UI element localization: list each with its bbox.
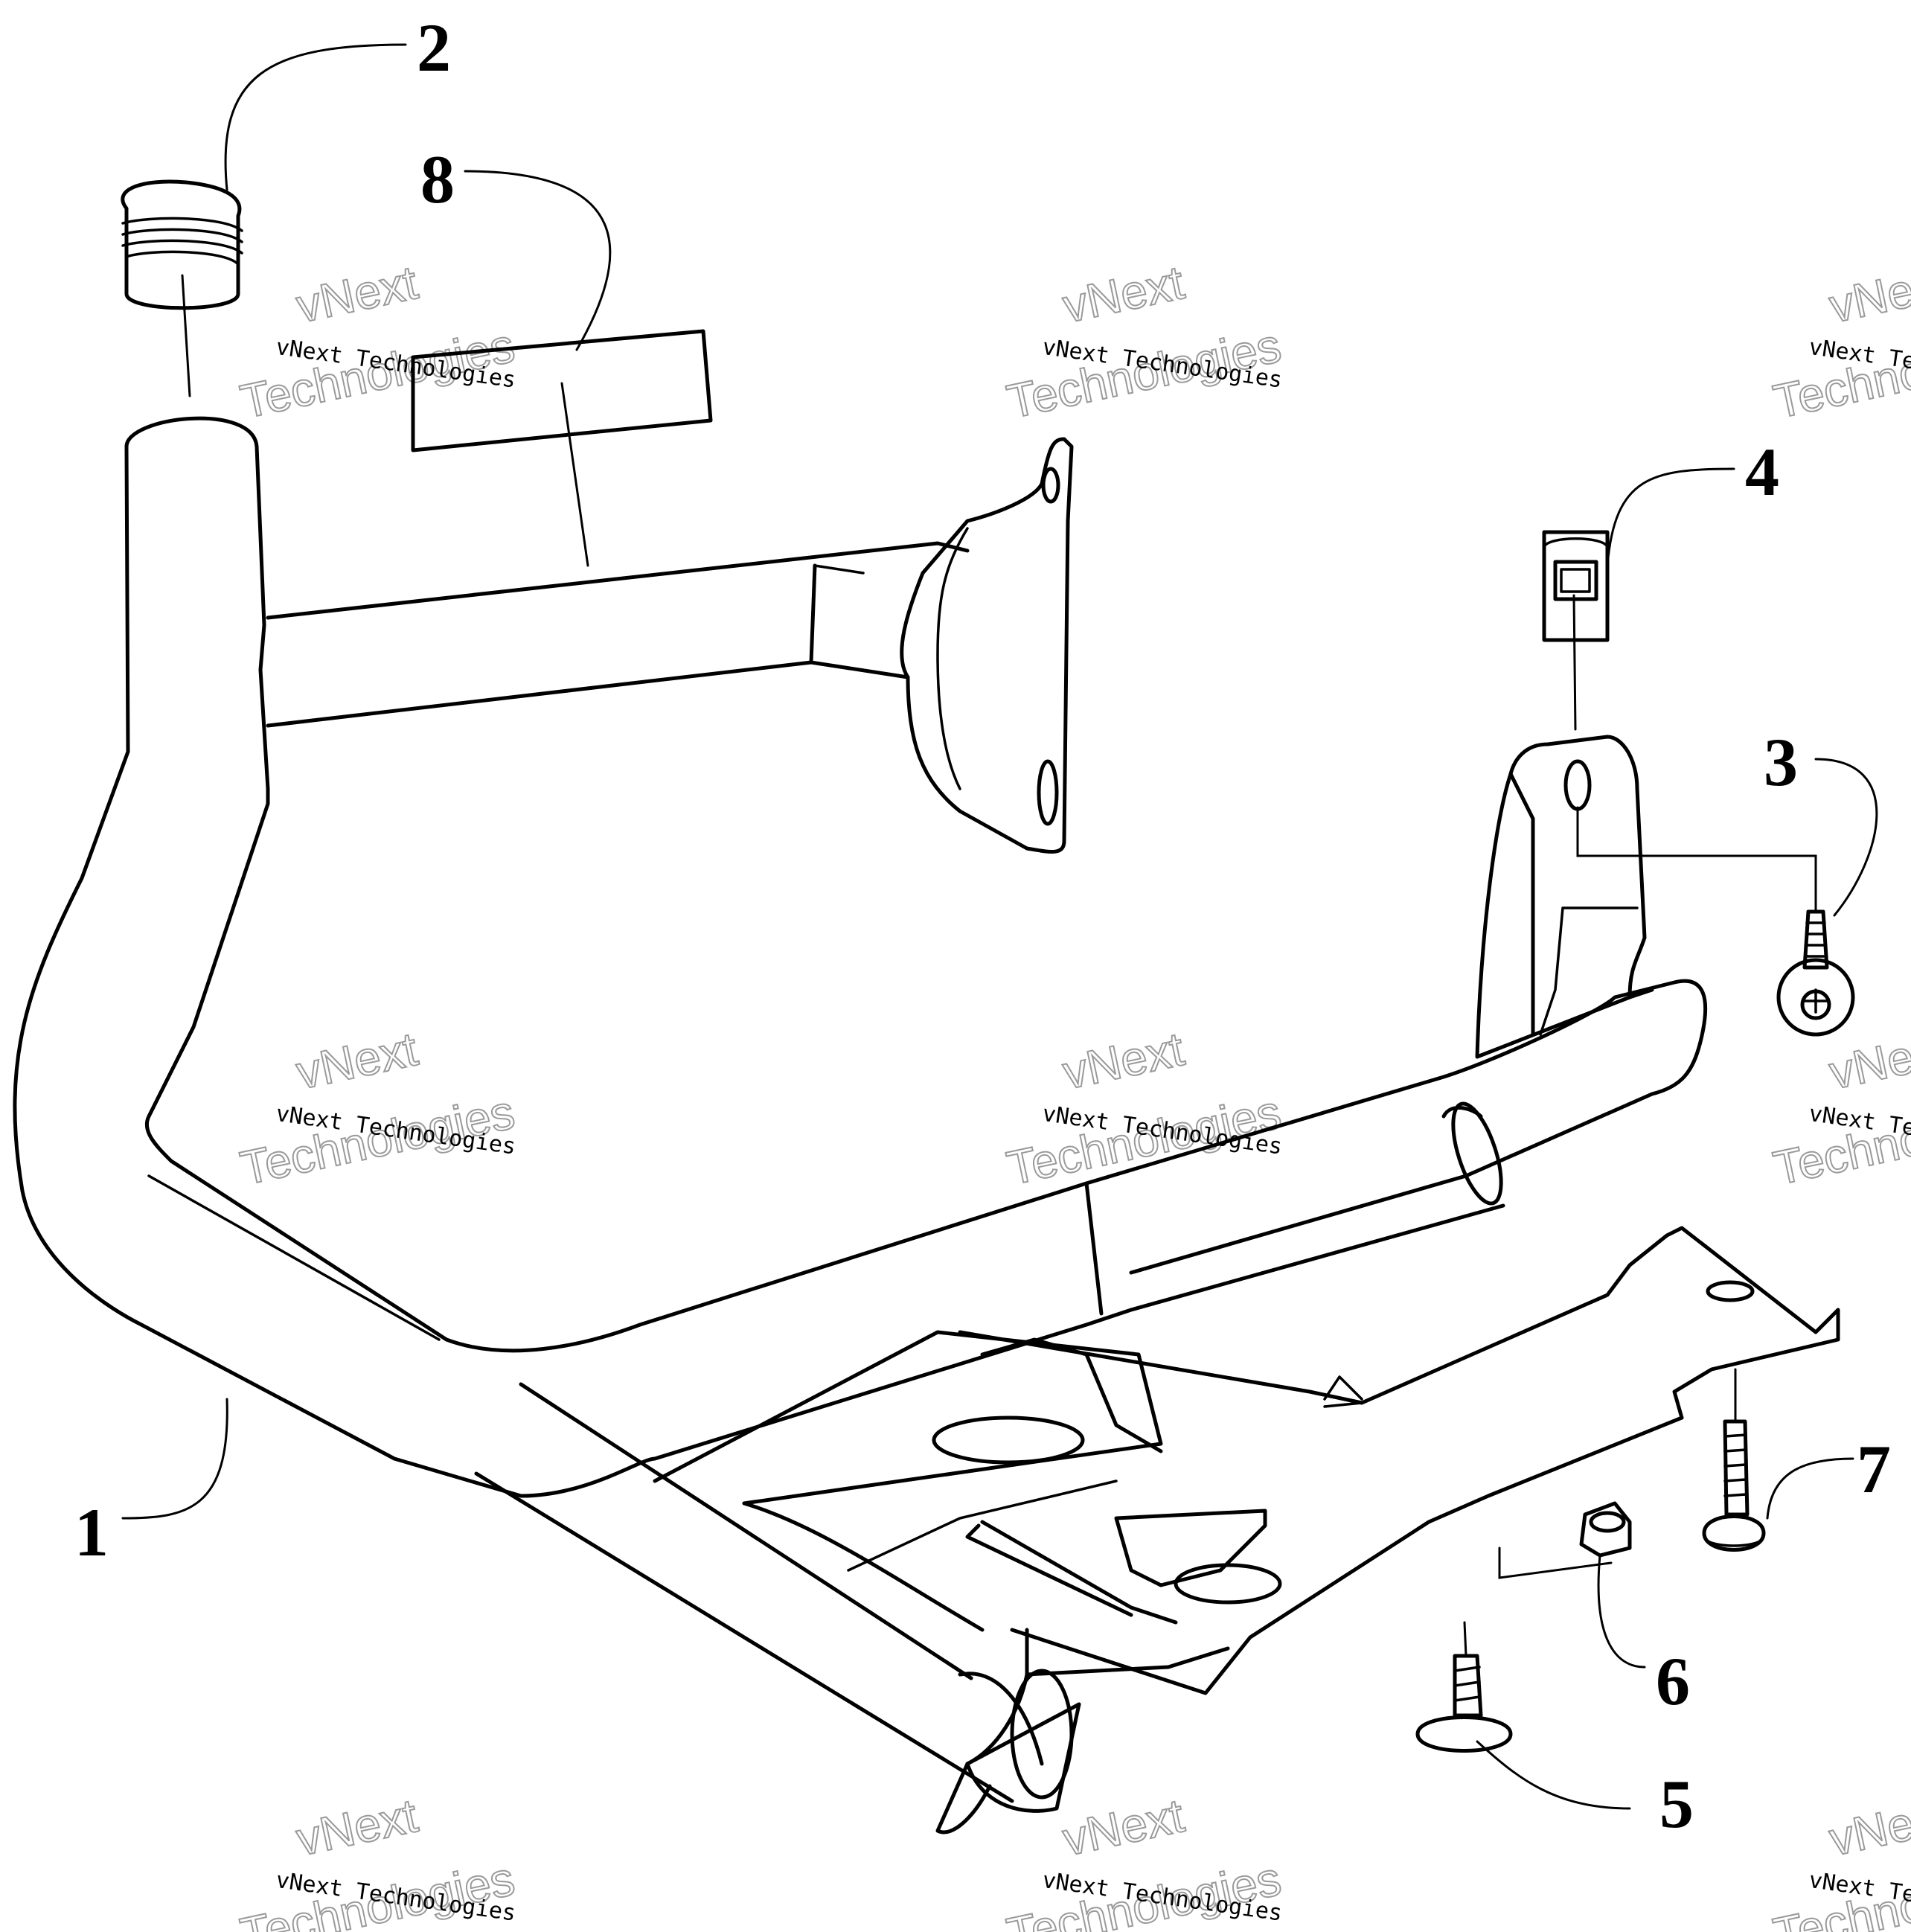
svg-text:vNext: vNext [1058, 1022, 1188, 1099]
svg-text:vNext: vNext [292, 1022, 422, 1099]
watermark: vNext Technologies vNext Technologies [235, 1788, 519, 1932]
svg-text:vNext: vNext [1825, 255, 1911, 333]
callout-3: 3 [1764, 724, 1798, 800]
end-cap [121, 179, 243, 310]
washer-screw [1702, 1419, 1766, 1552]
callout-labels: 1 2 3 4 5 6 7 8 [74, 10, 1891, 1842]
watermark: vNext Technologies vNext Technologies [1768, 1788, 1911, 1932]
callout-8: 8 [420, 141, 455, 217]
callout-5: 5 [1659, 1766, 1694, 1842]
svg-text:vNext: vNext [1058, 255, 1188, 333]
watermark: vNext Technologies vNext Technologies [1768, 255, 1911, 429]
watermark: vNext Technologies vNext Technologies [1002, 255, 1286, 429]
watermark: vNext Technologies vNext Technologies [235, 255, 519, 429]
flange-nut [1579, 1501, 1632, 1558]
label-decal [411, 329, 713, 452]
pan-head-bolt [1415, 1654, 1513, 1753]
svg-text:Technologies: Technologies [1769, 319, 1911, 429]
callout-2: 2 [417, 10, 451, 86]
skid-plate [653, 1226, 1840, 1695]
watermark: vNext Technologies vNext Technologies [235, 1021, 519, 1196]
svg-text:vNext: vNext [1058, 1788, 1188, 1866]
clip-nut [1542, 530, 1610, 642]
callout-6: 6 [1656, 1643, 1690, 1719]
watermark: vNext Technologies vNext Technologies [1002, 1021, 1286, 1196]
callout-4: 4 [1745, 434, 1779, 510]
svg-text:vNext: vNext [1825, 1788, 1911, 1866]
bumper-frame [13, 416, 1707, 1835]
callout-1: 1 [74, 1494, 109, 1570]
svg-text:Technologies: Technologies [1769, 1085, 1911, 1195]
svg-text:vNext: vNext [1825, 1022, 1911, 1099]
watermark: vNext Technologies vNext Technologies [1768, 1021, 1911, 1196]
flange-screw [1776, 909, 1855, 1037]
svg-text:vNext: vNext [292, 1788, 422, 1866]
svg-text:vNext: vNext [292, 255, 422, 333]
callout-7: 7 [1857, 1431, 1891, 1507]
leader-lines [121, 43, 1878, 1810]
